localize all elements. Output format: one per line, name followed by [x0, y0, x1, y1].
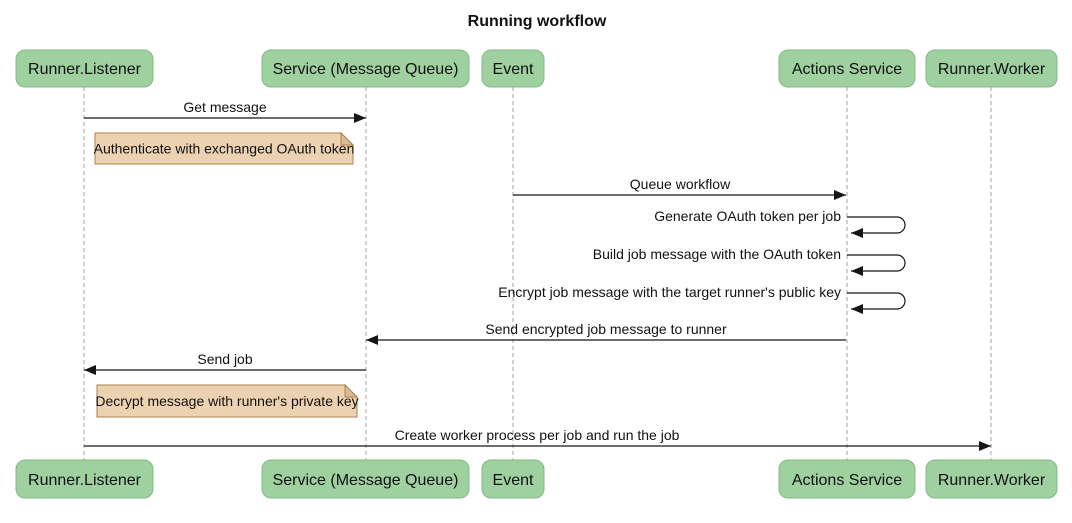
message-send-job: Send job [84, 351, 366, 375]
message-label: Queue workflow [630, 176, 731, 192]
actor-label: Service (Message Queue) [273, 472, 459, 489]
message-label: Encrypt job message with the target runn… [498, 284, 841, 300]
actor-bottom-actions-service: Actions Service [778, 459, 916, 499]
note-box [94, 132, 354, 165]
actor-box [481, 49, 545, 88]
actor-label: Event [493, 61, 534, 78]
self-message-encrypt-job-message: Encrypt job message with the target runn… [498, 284, 906, 314]
message-create-worker-process: Create worker process per job and run th… [84, 427, 991, 451]
message-label: Get message [183, 99, 266, 115]
actor-label: Actions Service [792, 61, 902, 78]
actor-bottom-event: Event [481, 459, 545, 499]
actor-box [925, 459, 1058, 499]
message-queue-workflow: Queue workflow [513, 176, 846, 200]
actor-top-service-mq: Service (Message Queue) [261, 49, 470, 88]
actor-box [778, 459, 916, 499]
actor-box [925, 49, 1058, 88]
message-label: Build job message with the OAuth token [593, 246, 841, 262]
actor-label: Actions Service [792, 472, 902, 489]
actor-top-actions-service: Actions Service [778, 49, 916, 88]
self-message-loop [847, 292, 906, 314]
actor-bottom-runner-listener: Runner.Listener [15, 459, 154, 499]
self-message-loop [847, 216, 906, 238]
message-label: Send encrypted job message to runner [485, 321, 727, 337]
note-label: Authenticate with exchanged OAuth token [94, 141, 355, 157]
self-message-generate-oauth-token: Generate OAuth token per job [654, 208, 906, 238]
actor-label: Runner.Listener [28, 472, 142, 489]
message-get-message: Get message [84, 99, 366, 123]
actor-label: Runner.Worker [938, 61, 1046, 78]
message-label: Generate OAuth token per job [654, 208, 841, 224]
self-message-build-job-message: Build job message with the OAuth token [593, 246, 906, 276]
note-decrypt-private-key: Decrypt message with runner's private ke… [95, 383, 359, 418]
actor-box [481, 459, 545, 499]
actor-top-runner-worker: Runner.Worker [925, 49, 1058, 88]
actor-label: Service (Message Queue) [273, 61, 459, 78]
actor-top-event: Event [481, 49, 545, 88]
note-fold-corner [340, 131, 355, 146]
actor-bottom-runner-worker: Runner.Worker [925, 459, 1058, 499]
note-fold-corner [344, 383, 359, 398]
actor-box [15, 49, 154, 88]
note-authenticate-oauth: Authenticate with exchanged OAuth token [94, 131, 355, 165]
actor-box [778, 49, 916, 88]
actor-box [15, 459, 154, 499]
actor-top-runner-listener: Runner.Listener [15, 49, 154, 88]
diagram-title: Running workflow [468, 13, 607, 30]
actor-box [261, 49, 470, 88]
actor-bottom-service-mq: Service (Message Queue) [261, 459, 470, 499]
self-message-loop [847, 254, 906, 276]
message-send-encrypted-job: Send encrypted job message to runner [366, 321, 846, 345]
actor-box [261, 459, 470, 499]
message-label: Create worker process per job and run th… [395, 427, 680, 443]
actor-label: Runner.Worker [938, 472, 1046, 489]
actor-label: Event [493, 472, 534, 489]
note-box [96, 384, 358, 418]
actor-label: Runner.Listener [28, 61, 142, 78]
note-label: Decrypt message with runner's private ke… [95, 393, 358, 409]
message-label: Send job [197, 351, 252, 367]
